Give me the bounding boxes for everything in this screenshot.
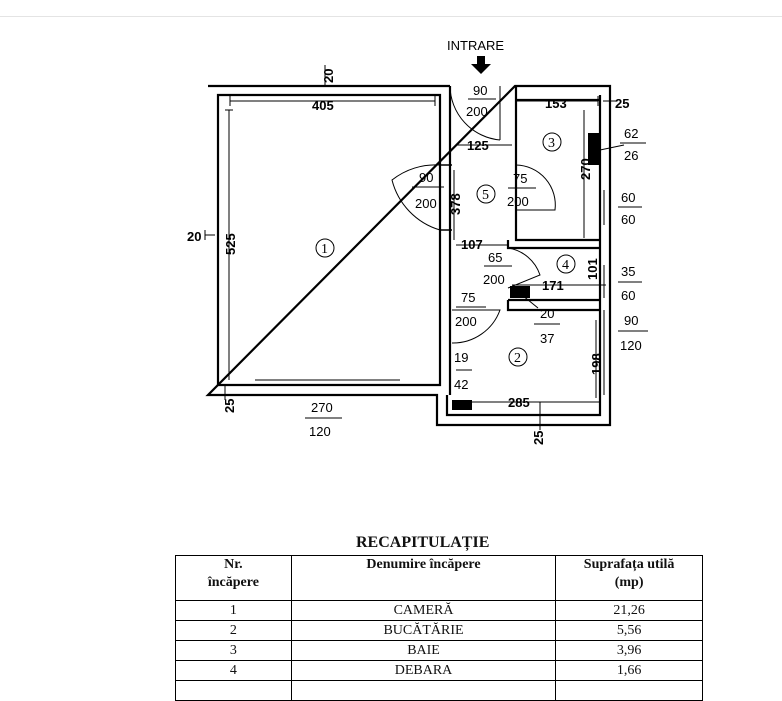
header-name: Denumire încăpere [290,555,557,601]
svg-text:2: 2 [514,351,521,366]
room-label-2: 2 [508,347,528,367]
cell-nr: 3 [175,640,292,661]
dim-153: 153 [545,96,567,111]
dim-200-bath-door: 200 [507,194,529,209]
dim-20-left: 20 [187,229,201,244]
dim-107: 107 [461,237,483,252]
dim-270-vert: 270 [578,158,593,180]
header-nr: Nr. încăpere [175,555,292,601]
table-row: 2 BUCĂTĂRIE 5,56 [175,620,703,641]
table-header-row: Nr. încăpere Denumire încăpere Suprafața… [175,555,703,601]
window-bath [603,190,611,225]
door-room1 [391,164,441,231]
cell-nr [175,680,292,701]
cell-area: 3,96 [555,640,703,661]
leader-lines [456,144,625,371]
dim-37-meter: 37 [540,331,554,346]
cell-name: DEBARA [290,660,557,681]
dim-171: 171 [542,278,564,293]
cell-area: 1,66 [555,660,703,681]
top-bar [0,0,782,17]
outer-wall [205,84,612,427]
svg-text:4: 4 [562,258,569,273]
dim-26: 26 [624,148,638,163]
cell-name: BAIE [290,640,557,661]
dim-90-room1-door: 90 [419,170,433,185]
table-row [175,680,703,701]
table-row: 1 CAMERĂ 21,26 [175,600,703,621]
cell-area [555,680,703,701]
svg-text:3: 3 [548,136,555,151]
door-debara [507,247,541,289]
dim-19: 19 [454,350,468,365]
door-bath [515,164,556,211]
dim-285: 285 [508,395,530,410]
wall-block-right [445,86,602,417]
meter-kitchen [452,400,472,410]
cell-nr: 4 [175,660,292,681]
dim-120-window-kitchen: 120 [620,338,642,353]
window-debara [603,265,611,298]
svg-text:5: 5 [482,188,489,203]
window-room1 [255,379,400,386]
dim-200-debara-door: 200 [483,272,505,287]
dim-200-room1-door: 200 [415,196,437,211]
cell-name: BUCĂTĂRIE [290,620,557,641]
dim-405: 405 [312,98,334,113]
door-entry [449,85,501,141]
meter-debara [510,286,530,298]
header-area: Suprafața utilă (mp) [555,555,703,601]
partition-1-5 [440,164,452,231]
inner-outline [216,93,442,387]
dim-120-window: 120 [309,424,331,439]
door-kitchen [451,309,501,344]
table-row: 4 DEBARA 1,66 [175,660,703,681]
room-label-3: 3 [542,132,562,152]
cell-area: 21,26 [555,600,703,621]
window-kitchen [603,310,611,395]
dim-20-top: 20 [321,69,336,83]
meter-bath [588,133,600,165]
dim-60-window-debara: 60 [621,288,635,303]
dim-200-kitchen-door: 200 [455,314,477,329]
dim-101: 101 [585,258,600,280]
entry-label: INTRARE [447,38,504,53]
dim-525: 525 [223,233,238,255]
cell-nr: 1 [175,600,292,621]
dim-60-window-bath: 60 [621,190,635,205]
floor-plan: INTRARE 1 2 3 4 5 20 405 90 200 153 25 6… [187,38,648,445]
svg-text:1: 1 [321,242,328,257]
dim-90-window-kitchen: 90 [624,313,638,328]
dim-270-window: 270 [311,400,333,415]
cell-nr: 2 [175,620,292,641]
dim-75-bath-door: 75 [513,171,527,186]
room-label-1: 1 [315,238,335,258]
dim-25-right: 25 [615,96,629,111]
entry-arrow-icon [471,56,491,74]
dim-198: 198 [589,353,604,375]
dim-200-entry: 200 [466,104,488,119]
dim-75-kitchen-door: 75 [461,290,475,305]
cell-name: CAMERĂ [290,600,557,621]
recap-table: Nr. încăpere Denumire încăpere Suprafața… [175,555,703,701]
dim-42: 42 [454,377,468,392]
dim-378: 378 [448,193,463,215]
dim-35: 35 [621,264,635,279]
cell-area: 5,56 [555,620,703,641]
dimension-lines [204,65,616,430]
dim-25-bottom: 25 [531,431,546,445]
dim-25-bottom-left: 25 [222,399,237,413]
dim-60-window-bath-h: 60 [621,212,635,227]
dim-20-meter: 20 [540,306,554,321]
cell-name [290,680,557,701]
wall-debara [506,298,600,312]
dim-125: 125 [467,138,489,153]
room-label-4: 4 [556,254,576,274]
dim-90-entry: 90 [473,83,487,98]
dim-62: 62 [624,126,638,141]
recap-title: RECAPITULAȚIE [356,534,490,551]
dim-65-debara-door: 65 [488,250,502,265]
room-label-5: 5 [476,184,496,204]
table-row: 3 BAIE 3,96 [175,640,703,661]
